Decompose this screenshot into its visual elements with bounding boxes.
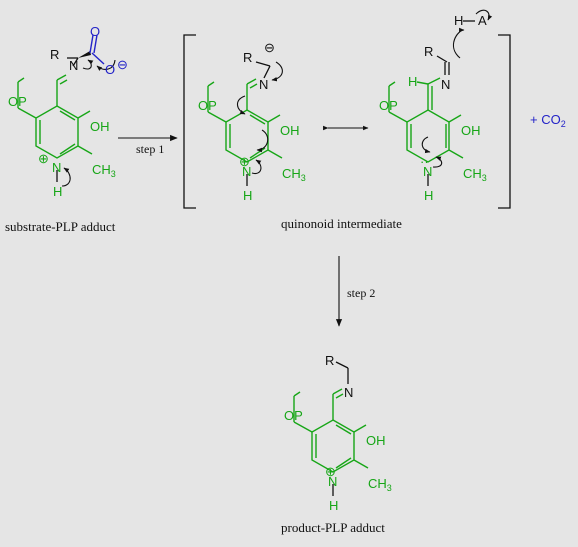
product-plp-molecule [293,361,369,496]
oh-label: OH [461,123,481,138]
co2-byproduct: + CO2 [530,112,566,129]
step1-label: step 1 [136,142,164,156]
oh-label: OH [280,123,300,138]
quinonoid-structure-1 [207,61,283,186]
minus-charge: ⊖ [264,40,275,55]
imine-n-label: N [441,77,450,92]
ch3-label: CH3 [282,166,306,183]
carboxylate-o-label: O [105,62,115,77]
right-bracket [498,34,511,209]
substrate-caption: substrate-PLP adduct [5,219,116,234]
left-bracket [183,34,196,209]
r-label: R [325,353,334,368]
oh-label: OH [366,433,386,448]
h-label: H [53,184,62,199]
n-label: N [423,164,432,179]
plus-charge: ⊕ [239,154,250,169]
lone-pair: ·· [420,154,429,169]
h-label: H [329,498,338,513]
r-label: R [424,44,433,59]
ch3-label: CH3 [368,476,392,493]
plus-charge: ⊕ [325,464,336,479]
ch3-label: CH3 [92,162,116,179]
h-label: H [424,188,433,203]
acid-a-label: A [478,13,487,28]
op-label: OP [8,94,27,109]
imine-n-label: N [259,77,268,92]
h-label: H [243,188,252,203]
oh-label: OH [90,119,110,134]
op-label: OP [198,98,217,113]
substrate-plp-molecule [17,34,116,187]
n-label: N [242,164,251,179]
imine-n-label: N [344,385,353,400]
r-label: R [243,50,252,65]
vinyl-h-label: H [408,74,417,89]
minus-charge: ⊖ [117,57,128,72]
imine-n-label: N [69,58,78,73]
r-label: R [50,47,59,62]
plus-charge: ⊕ [38,151,49,166]
op-label: OP [379,98,398,113]
op-label: OP [284,408,303,423]
quinonoid-structure-2 [388,9,493,186]
acid-h-label: H [454,13,463,28]
ch3-label: CH3 [463,166,487,183]
n-label: N [52,160,61,175]
product-caption: product-PLP adduct [281,520,385,535]
step2-label: step 2 [347,286,375,300]
n-label: N [328,474,337,489]
intermediate-caption: quinonoid intermediate [281,216,402,231]
carbonyl-o-label: O [90,24,100,39]
